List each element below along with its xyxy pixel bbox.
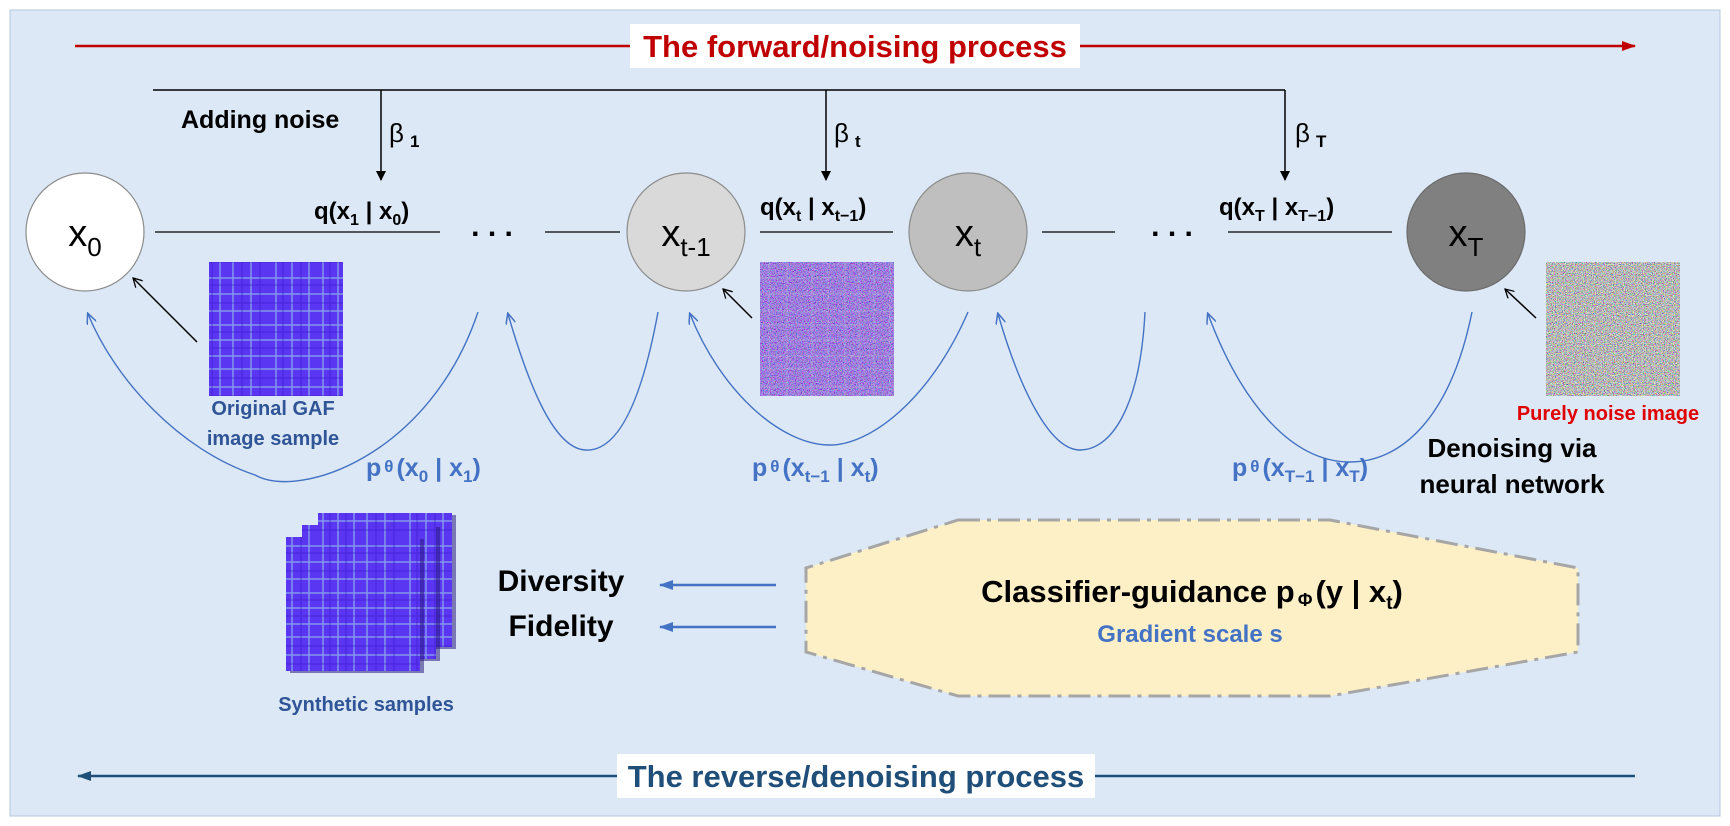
synthetic-samples-label: Synthetic samples xyxy=(278,694,454,716)
adding-noise-label: Adding noise xyxy=(181,106,339,134)
denoising-label-line2: neural network xyxy=(1420,469,1605,499)
reverse-process-title: The reverse/denoising process xyxy=(628,759,1085,794)
reverse-curves xyxy=(88,312,1473,483)
ellipsis-1: . . . xyxy=(471,210,513,243)
diversity-label: Diversity xyxy=(498,565,625,598)
adding-noise-bracket xyxy=(153,89,1290,181)
partial-noise-image xyxy=(760,262,894,396)
denoising-label-line1: Denoising via xyxy=(1427,433,1597,463)
q-label-T: q(xT | xT−1) xyxy=(1219,194,1334,225)
classifier-guidance-box xyxy=(804,518,1580,698)
ellipsis-2: . . . xyxy=(1151,210,1193,243)
node-xt: xt xyxy=(908,172,1028,292)
original-gaf-label-line1: Original GAF xyxy=(211,398,334,420)
gaf-pointer-arrow xyxy=(133,278,198,343)
svg-text:x0: x0 xyxy=(68,213,101,262)
forward-process-title: The forward/noising process xyxy=(643,29,1067,64)
gradient-scale-label: Gradient scale s xyxy=(1097,621,1282,648)
pure-noise-image xyxy=(1546,262,1680,396)
pure-noise-pointer-arrow xyxy=(1505,289,1537,319)
node-xt-minus-1: xt-1 xyxy=(626,172,746,292)
fidelity-label: Fidelity xyxy=(508,610,613,643)
svg-text:xt-1: xt-1 xyxy=(661,213,710,262)
original-gaf-label-line2: image sample xyxy=(207,428,339,450)
q-label-t: q(xt | xt−1) xyxy=(760,194,866,225)
original-gaf-image xyxy=(209,262,343,396)
synthetic-samples-stack xyxy=(286,513,456,673)
node-x0: x0 xyxy=(25,172,145,292)
q-label-1: q(x1 | x0) xyxy=(314,198,409,229)
diagram-background xyxy=(9,9,1721,817)
partial-noise-pointer-arrow xyxy=(723,289,753,319)
purely-noise-label: Purely noise image xyxy=(1517,403,1699,425)
node-xT: xT xyxy=(1406,172,1526,292)
svg-text:xt: xt xyxy=(955,213,982,262)
svg-text:xT: xT xyxy=(1449,213,1484,262)
